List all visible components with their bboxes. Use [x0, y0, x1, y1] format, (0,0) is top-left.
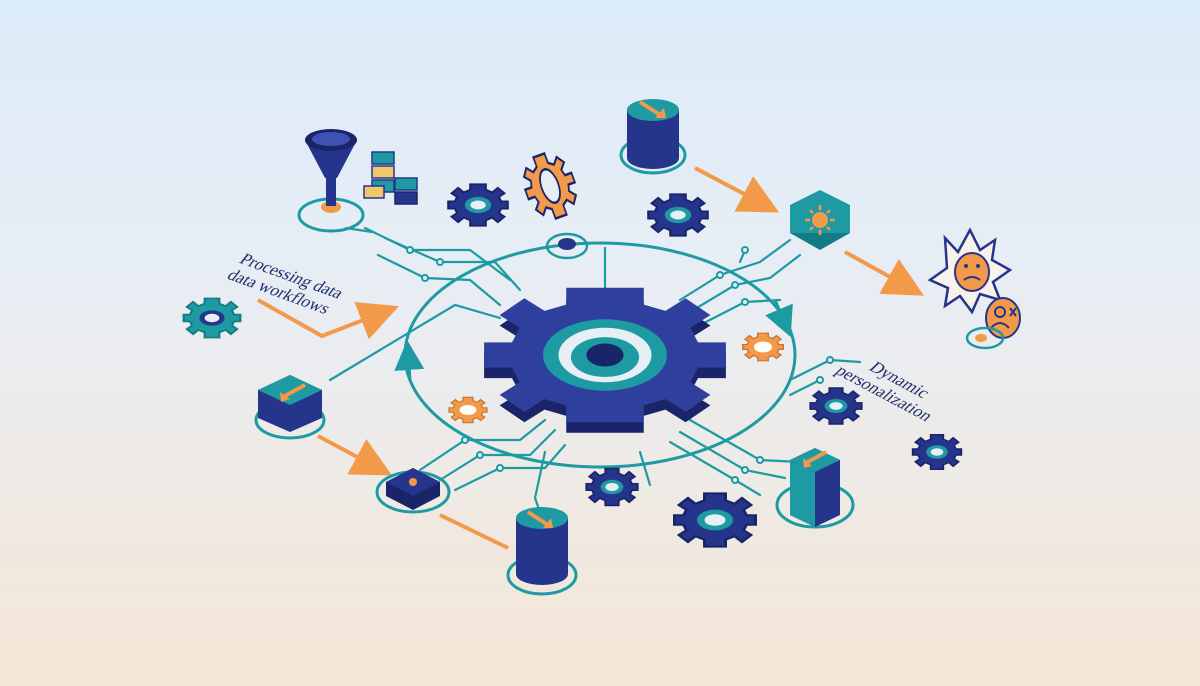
processing-arrow — [257, 298, 399, 340]
funnel-icon — [297, 129, 365, 233]
circuit-nodes — [406, 246, 834, 484]
storage-box-icon — [775, 448, 855, 529]
sun-icon — [790, 190, 850, 250]
gear-icon — [673, 492, 757, 548]
gear-icon — [911, 433, 963, 471]
flow-arrow — [439, 513, 509, 550]
flow-arrow — [694, 166, 780, 213]
orbit-arrow-right — [765, 299, 793, 338]
server-stack-icon — [363, 151, 418, 205]
database-icon — [506, 507, 578, 596]
central-gear-icon — [484, 287, 726, 433]
gear-icon — [447, 183, 509, 227]
gear-icon — [448, 396, 488, 424]
database-icon — [254, 375, 326, 440]
database-icon — [619, 99, 687, 175]
gear-icon — [742, 332, 784, 362]
orbit-top-node — [545, 232, 589, 260]
gear-icon — [585, 467, 639, 507]
flow-arrow — [317, 434, 393, 476]
gear-icon — [809, 387, 863, 425]
gear-icon — [647, 193, 709, 237]
gear-icon — [182, 297, 242, 339]
standing-gear-icon — [522, 151, 578, 221]
orbit-arrow-left — [394, 340, 425, 381]
sad-face-icon — [927, 227, 1013, 315]
user-icon — [965, 297, 1021, 350]
node-tile-icon — [375, 468, 451, 514]
flow-arrow — [844, 250, 924, 296]
